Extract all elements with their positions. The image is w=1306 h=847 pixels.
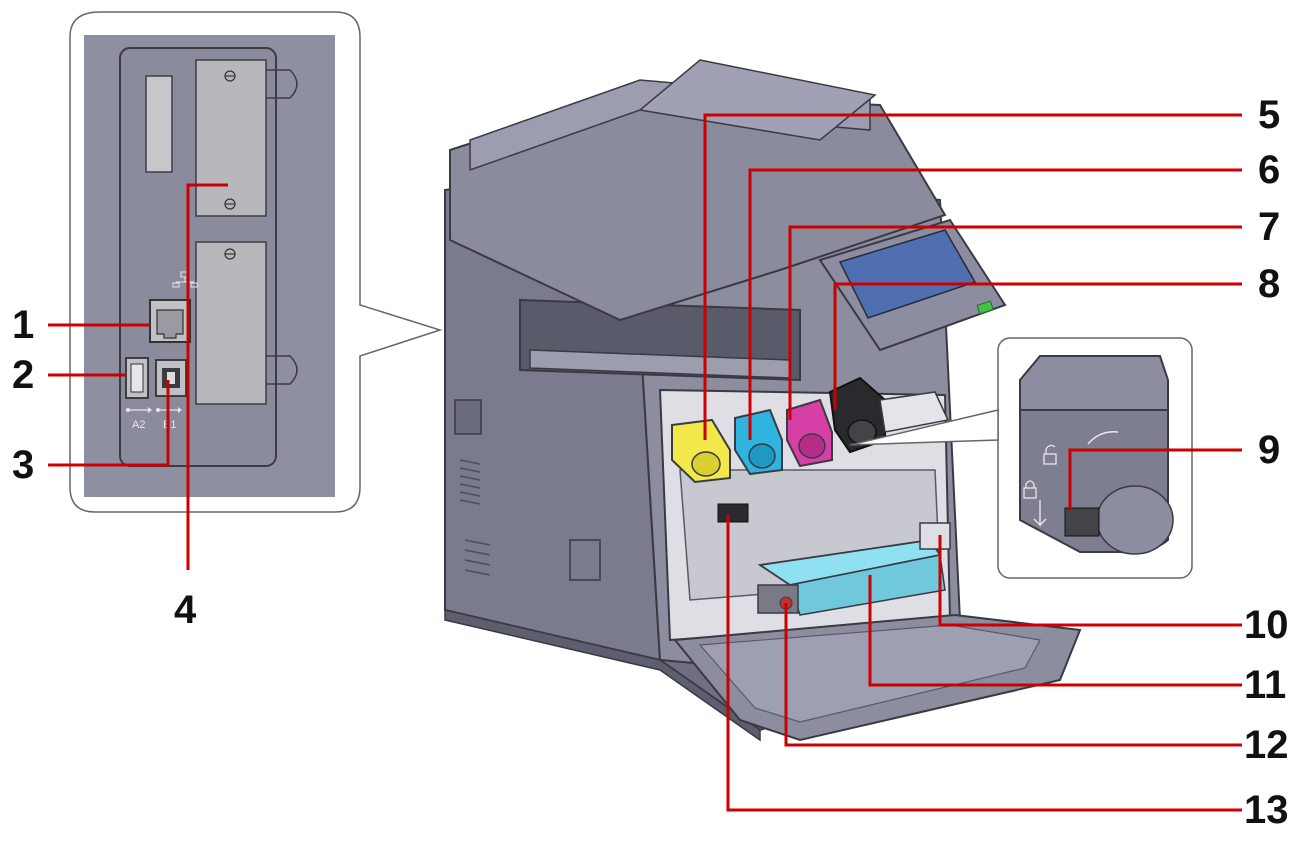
- callout-8: 8: [1258, 262, 1281, 306]
- callout-6: 6: [1258, 148, 1281, 192]
- callout-1: 1: [12, 303, 35, 347]
- toner-container-cyan: [734, 408, 783, 476]
- port-label-b1: B1: [163, 419, 176, 431]
- leader-13: [726, 515, 1242, 812]
- tray-handle: [717, 503, 749, 523]
- callout-4: 4: [174, 588, 197, 632]
- document-tray: [638, 59, 877, 141]
- touch-screen: [838, 229, 977, 319]
- leader-11: [868, 575, 1242, 687]
- waste-toner-box-release: [919, 522, 951, 550]
- leader-7: [788, 225, 1242, 420]
- leader-12: [784, 603, 1242, 747]
- callout-13: 13: [1244, 788, 1289, 832]
- printer-body: [444, 59, 1082, 742]
- expansion-slot-cover-top: [195, 59, 267, 217]
- leader-8: [833, 282, 1242, 410]
- toner-container-magenta: [786, 398, 833, 468]
- callout-11: 11: [1244, 663, 1287, 707]
- leader-4: [186, 183, 228, 570]
- leader-6: [748, 168, 1242, 440]
- lock-icon: [1023, 480, 1037, 499]
- card-slot: [145, 75, 173, 173]
- callout-7: 7: [1258, 205, 1281, 249]
- callout-2: 2: [12, 353, 35, 397]
- connector-inset: A2 B1: [69, 11, 443, 513]
- port-label-a2: A2: [132, 419, 145, 431]
- expansion-slot-cover-bottom: [195, 241, 267, 405]
- usb-icon-a2: [126, 407, 152, 413]
- cleaning-brush: [757, 584, 799, 614]
- toner-container-yellow: [671, 418, 731, 484]
- callout-12: 12: [1244, 723, 1289, 767]
- leader-9: [1068, 448, 1242, 510]
- leader-10: [938, 535, 1242, 627]
- callout-5: 5: [1258, 93, 1281, 137]
- screw-icon: [224, 70, 236, 210]
- unlock-icon: [1043, 444, 1057, 465]
- callout-3: 3: [12, 443, 35, 487]
- callout-10: 10: [1244, 603, 1289, 647]
- leader-5: [703, 113, 1242, 440]
- leader-3: [48, 380, 170, 467]
- leader-lines: [48, 113, 1242, 812]
- callout-9: 9: [1258, 428, 1281, 472]
- toner-container-black: [828, 376, 950, 454]
- toner-lock-inset: [849, 337, 1193, 579]
